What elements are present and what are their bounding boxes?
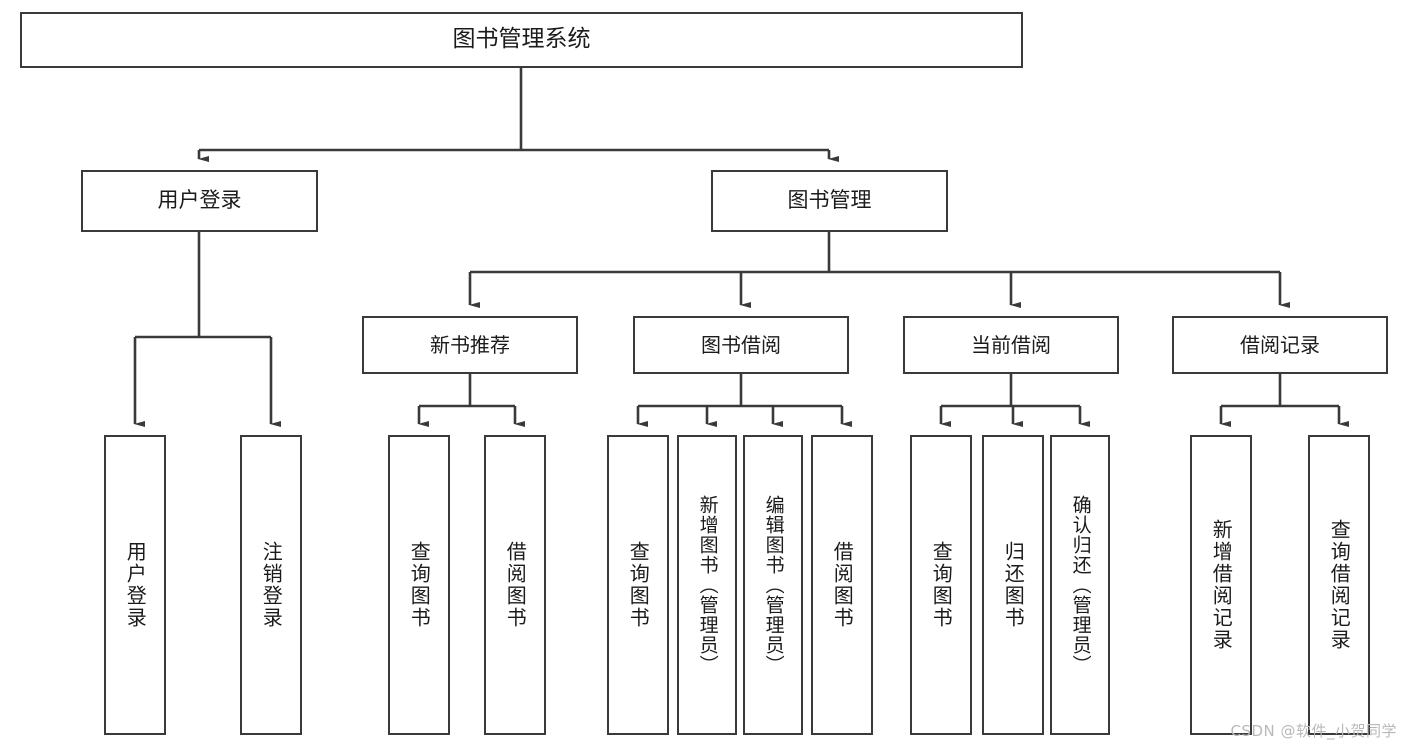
node-label: 查询图书 (407, 541, 432, 629)
node-label: 用户登录 (157, 188, 242, 213)
node-label: 借阅图书 (503, 541, 528, 629)
node-label: 查询图书 (929, 541, 954, 629)
node-label: 借阅图书 (830, 541, 855, 629)
node-label: 查询借阅记录 (1327, 519, 1352, 651)
leaf-node-3[interactable]: 借阅图书 (484, 435, 546, 735)
level3-node-3[interactable]: 借阅记录 (1172, 316, 1388, 374)
leaf-node-12[interactable]: 查询借阅记录 (1308, 435, 1370, 735)
node-label: 图书管理系统 (452, 26, 591, 53)
leaf-node-6[interactable]: 编辑图书（管理员） (743, 435, 803, 735)
leaf-node-1[interactable]: 注销登录 (240, 435, 302, 735)
level3-node-2[interactable]: 当前借阅 (903, 316, 1119, 374)
node-label: 图书借阅 (701, 332, 781, 357)
node-label: 确认归还（管理员） (1069, 495, 1092, 675)
leaf-node-4[interactable]: 查询图书 (607, 435, 669, 735)
root-node[interactable]: 图书管理系统 (20, 12, 1023, 68)
node-label: 编辑图书（管理员） (762, 495, 785, 675)
node-label: 注销登录 (259, 541, 284, 629)
node-label: 图书管理 (787, 188, 872, 213)
node-label: 用户登录 (123, 541, 148, 629)
level3-node-0[interactable]: 新书推荐 (362, 316, 578, 374)
node-label: 借阅记录 (1240, 332, 1320, 357)
watermark-text: CSDN @软件_小贺同学 (1230, 722, 1397, 740)
leaf-node-2[interactable]: 查询图书 (388, 435, 450, 735)
leaf-node-8[interactable]: 查询图书 (910, 435, 972, 735)
leaf-node-5[interactable]: 新增图书（管理员） (677, 435, 737, 735)
node-label: 新书推荐 (430, 332, 510, 357)
leaf-node-11[interactable]: 新增借阅记录 (1190, 435, 1252, 735)
node-label: 新增图书（管理员） (696, 495, 719, 675)
node-label: 新增借阅记录 (1209, 519, 1234, 651)
level3-node-1[interactable]: 图书借阅 (633, 316, 849, 374)
level2-node-1[interactable]: 图书管理 (711, 170, 948, 232)
leaf-node-9[interactable]: 归还图书 (982, 435, 1044, 735)
leaf-node-7[interactable]: 借阅图书 (811, 435, 873, 735)
leaf-node-10[interactable]: 确认归还（管理员） (1050, 435, 1110, 735)
node-label: 归还图书 (1001, 541, 1026, 629)
level2-node-0[interactable]: 用户登录 (81, 170, 318, 232)
node-label: 当前借阅 (971, 332, 1051, 357)
leaf-node-0[interactable]: 用户登录 (104, 435, 166, 735)
node-label: 查询图书 (626, 541, 651, 629)
